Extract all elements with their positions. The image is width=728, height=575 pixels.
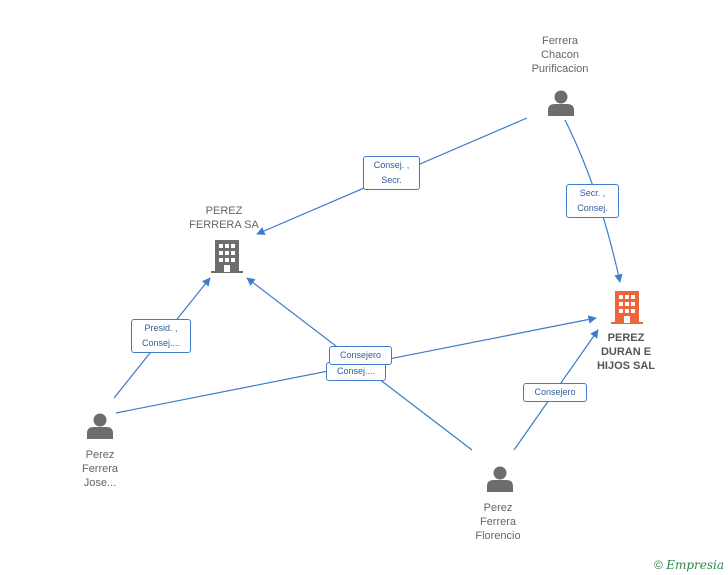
- edge-label-line: Consejero: [534, 387, 576, 397]
- edge-label-florencio-to-duran[interactable]: Consejero: [523, 383, 587, 402]
- edge-label-line: Consej.: [577, 203, 608, 213]
- label-line: PEREZ: [205, 205, 243, 217]
- label-line: Jose...: [83, 477, 117, 489]
- label-line: HIJOS SAL: [596, 360, 656, 372]
- label-line: FERRERA SA: [189, 219, 259, 231]
- edge-label-line: Presid. ,: [144, 323, 178, 333]
- edge-label-line: Secr.: [381, 175, 402, 185]
- edge-label-line: Consej....: [141, 338, 181, 348]
- building-icon: [211, 240, 243, 273]
- node-label-perez-duran[interactable]: PEREZ DURAN E HIJOS SAL: [586, 331, 666, 373]
- person-icon: [487, 466, 513, 492]
- label-line: Chacon: [541, 49, 579, 61]
- label-line: Purificacion: [531, 63, 589, 75]
- edge-label-chacon-to-duran[interactable]: Secr. , Consej.: [566, 184, 619, 218]
- label-line: DURAN E: [600, 346, 652, 358]
- person-icon: [87, 413, 113, 439]
- brand-logo: Empresia: [666, 558, 724, 572]
- label-line: Perez: [85, 449, 115, 461]
- node-label-perez-jose[interactable]: Perez Ferrera Jose...: [64, 448, 136, 490]
- edge-label-line: Consej....: [336, 366, 376, 376]
- node-label-perez-florencio[interactable]: Perez Ferrera Florencio: [458, 501, 538, 543]
- edge-label-line: Consej. ,: [373, 160, 410, 170]
- label-line: Ferrera: [541, 35, 579, 47]
- person-icon: [548, 90, 574, 116]
- label-line: Perez: [483, 502, 513, 514]
- node-label-ferrera-chacon[interactable]: Ferrera Chacon Purificacion: [516, 34, 604, 76]
- edge-label-jose-to-duran[interactable]: Consejero: [329, 346, 392, 365]
- building-icon-main: [611, 291, 643, 324]
- node-label-perez-ferrera-sa[interactable]: PEREZ FERRERA SA: [176, 204, 272, 232]
- label-line: PEREZ: [607, 332, 645, 344]
- copyright-icon: ©: [654, 558, 663, 572]
- edge-label-line: Secr. ,: [579, 188, 606, 198]
- edge-label-jose-to-sa[interactable]: Presid. , Consej....: [131, 319, 191, 353]
- edge-label-chacon-to-sa[interactable]: Consej. , Secr.: [363, 156, 420, 190]
- edge-label-line: Consejero: [339, 350, 382, 360]
- footer-brand: © Empresia: [654, 558, 724, 572]
- label-line: Ferrera: [479, 516, 517, 528]
- label-line: Ferrera: [81, 463, 119, 475]
- label-line: Florencio: [475, 530, 521, 542]
